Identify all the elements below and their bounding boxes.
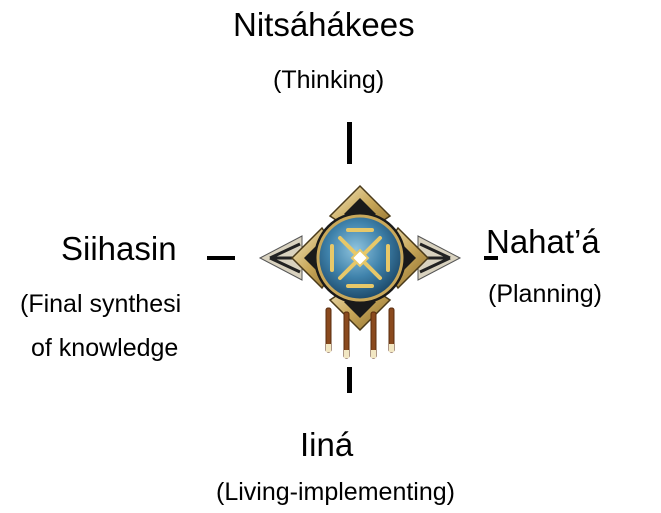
four-directions-star-shield-icon: [240, 158, 480, 378]
feather-tips: [326, 344, 394, 358]
south-meaning: (Living-implementing): [216, 480, 455, 505]
north-meaning: (Thinking): [273, 68, 384, 93]
west-meaning-line1: (Final synthesi: [20, 292, 181, 317]
north-name: Nitsáhákees: [233, 8, 415, 41]
east-name: Nahat’á: [486, 225, 600, 258]
east-meaning: (Planning): [488, 282, 602, 307]
west-meaning-line2: of knowledge: [31, 336, 178, 361]
west-name: Siihasin: [61, 232, 177, 265]
south-name: Iiná: [300, 428, 353, 461]
west-connector-line: [207, 256, 235, 260]
